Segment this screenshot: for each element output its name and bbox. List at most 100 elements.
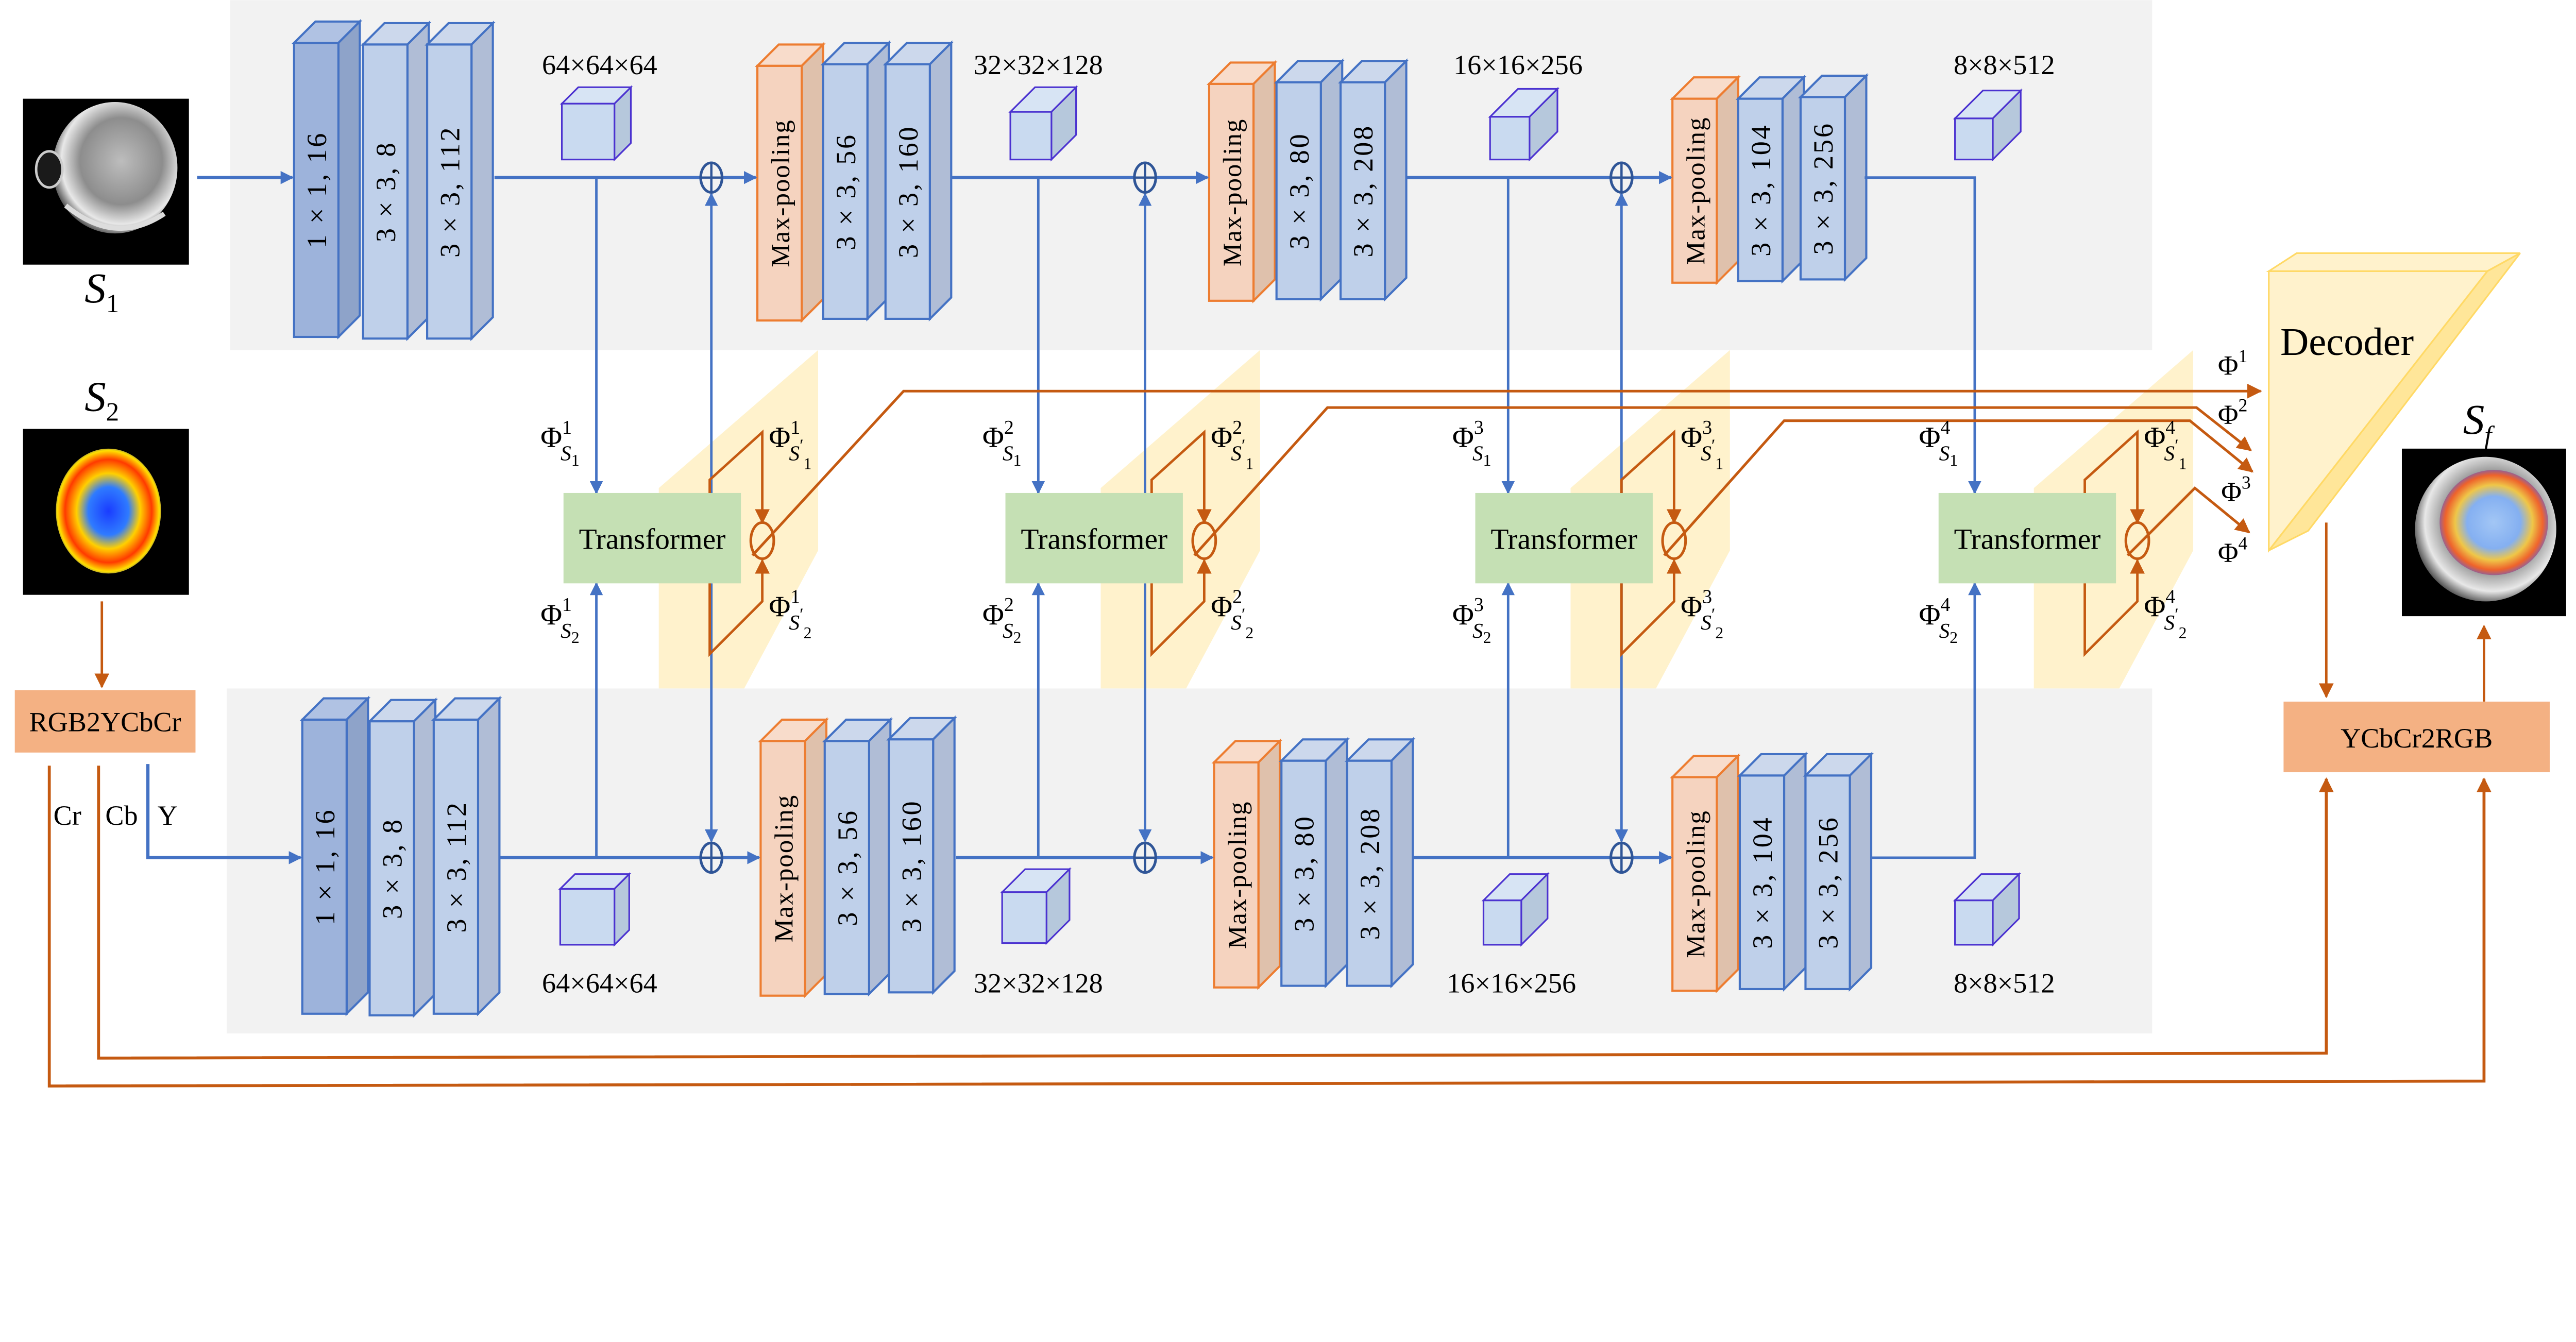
block-label: Max-pooling (1682, 810, 1710, 958)
channel-label: Cb (105, 800, 138, 831)
transformer-box (1938, 492, 2116, 584)
transformer-label: Transformer (1021, 523, 1167, 555)
bottom-add-node-1 (699, 841, 724, 874)
block-label: 3 × 3, 8 (377, 818, 408, 919)
bottom-encoder-stage3-conv-block: 3 × 3, 80 (1279, 737, 1350, 989)
top-encoder-stage1-conv-block: 3 × 3, 8 (360, 20, 432, 342)
top-encoder-stage2-conv-block: 3 × 3, 160 (883, 40, 954, 321)
bottom-encoder-stage1-conv-block: 3 × 3, 112 (431, 695, 502, 1016)
top-feature-map-3 (1488, 87, 1560, 162)
top-encoder-stage2-maxpool-block: Max-pooling (755, 42, 826, 324)
block-label: Max-pooling (767, 119, 795, 267)
feature-size-label: 32×32×128 (974, 967, 1103, 998)
cr-channel-path (47, 766, 2492, 1088)
block-label: 3 × 3, 256 (1808, 122, 1839, 254)
top-encoder-stage1-conv-block: 3 × 3, 112 (425, 20, 496, 342)
feature-size-label: 32×32×128 (974, 49, 1103, 80)
bottom-encoder-stage1-conv-block: 1 × 1, 16 (299, 695, 371, 1016)
decoder-label: Decoder (2280, 320, 2414, 364)
block-label: 1 × 1, 16 (301, 131, 332, 249)
sf-label: Sf (2463, 396, 2495, 450)
feature-size-label: 8×8×512 (1954, 967, 2055, 998)
cross-attention-path (708, 558, 770, 657)
cross-attention-path (1150, 558, 1212, 657)
phi4-to-decoder-arrow (2126, 486, 2250, 556)
block-label: 3 × 3, 80 (1289, 814, 1319, 932)
cross-attention-path (1150, 429, 1212, 524)
feature-size-label: 16×16×256 (1453, 49, 1583, 80)
block-label: 3 × 3, 56 (831, 133, 861, 250)
block-label: 3 × 3, 208 (1354, 807, 1385, 940)
top-encoder-stage3-conv-block: 3 × 3, 80 (1274, 58, 1345, 302)
transformer-4: Transformer (1938, 492, 2116, 584)
block-label: 1 × 1, 16 (310, 808, 341, 926)
fusion-node-3 (1661, 521, 1687, 560)
top-encoder-stage4-conv-block: 3 × 3, 104 (1735, 75, 1807, 284)
ycbcr2rgb-box: YCbCr2RGB (2283, 701, 2550, 773)
bottom-encoder-stage3-maxpool-block: Max-pooling (1211, 738, 1283, 990)
s2-label: S2 (84, 373, 119, 427)
stage4-bottom-to-transformer-arrow (1871, 582, 1981, 859)
bottom-feature-map-3 (1481, 872, 1550, 947)
rgb2ycbcr-box: RGB2YCbCr (14, 690, 196, 753)
bottom-encoder-stage3-conv-block: 3 × 3, 208 (1344, 737, 1416, 989)
top-encoder-stage4-maxpool-block: Max-pooling (1670, 75, 1741, 285)
bottom-encoder-stage4-maxpool-block: Max-pooling (1670, 753, 1741, 994)
decoder-input-phi4-label: Φ4 (2218, 533, 2248, 568)
stage4-top-to-transformer-arrow (1865, 176, 1981, 495)
rgb2ycbcr-label: RGB2YCbCr (29, 706, 181, 737)
block-label: 3 × 3, 208 (1348, 124, 1379, 257)
decoder-input-phi2-label: Φ2 (2218, 395, 2248, 430)
fused-output-image (2401, 448, 2566, 617)
transformer-2: Transformer (1005, 492, 1183, 584)
decoder-input-phi3-label: Φ3 (2221, 472, 2251, 507)
fusion-node-4 (2124, 521, 2150, 560)
top-encoder-stage1-conv-block: 1 × 1, 16 (291, 19, 363, 340)
cb-channel-path (97, 766, 2334, 1060)
transformer-box (1005, 492, 1183, 584)
phi3-to-decoder-arrow (1663, 419, 2254, 556)
block-label: Max-pooling (1224, 801, 1252, 949)
block-label: 3 × 3, 56 (832, 809, 863, 926)
bottom-encoder-stage1-conv-block: 3 × 3, 8 (367, 697, 438, 1018)
feature-size-label: 64×64×64 (542, 49, 657, 80)
top-add-node-2 (1133, 161, 1157, 194)
transformer-box (563, 492, 741, 584)
s2-pet-image (23, 429, 189, 595)
cross-attention-path (708, 429, 770, 524)
bottom-feature-map-1 (558, 872, 632, 947)
transformer-1: Transformer (563, 492, 741, 584)
transformer-box (1475, 492, 1653, 584)
block-label: 3 × 3, 104 (1747, 816, 1778, 948)
feature-size-label: 64×64×64 (542, 967, 657, 998)
bottom-encoder-stage2-maxpool-block: Max-pooling (758, 717, 829, 998)
transformer-label: Transformer (1490, 523, 1637, 555)
s1-label: S1 (84, 264, 119, 318)
block-label: 3 × 3, 160 (893, 125, 924, 258)
decoder: Decoder (2266, 252, 2521, 553)
s1-mri-image (23, 98, 189, 265)
transformer-label: Transformer (579, 523, 726, 555)
bottom-add-node-3 (1609, 841, 1634, 874)
top-feature-map-4 (1953, 88, 2023, 162)
block-label: 3 × 3, 104 (1745, 123, 1776, 256)
bottom-encoder-stage4-conv-block: 3 × 3, 256 (1803, 751, 1874, 992)
bottom-add-node-2 (1133, 841, 1157, 874)
phi2-to-decoder-arrow (1193, 406, 2252, 556)
top-feature-map-1 (560, 85, 633, 162)
bottom-feature-map-4 (1953, 872, 2021, 947)
channel-label: Cr (54, 800, 81, 831)
top-encoder-stage4-conv-block: 3 × 3, 256 (1798, 73, 1869, 282)
